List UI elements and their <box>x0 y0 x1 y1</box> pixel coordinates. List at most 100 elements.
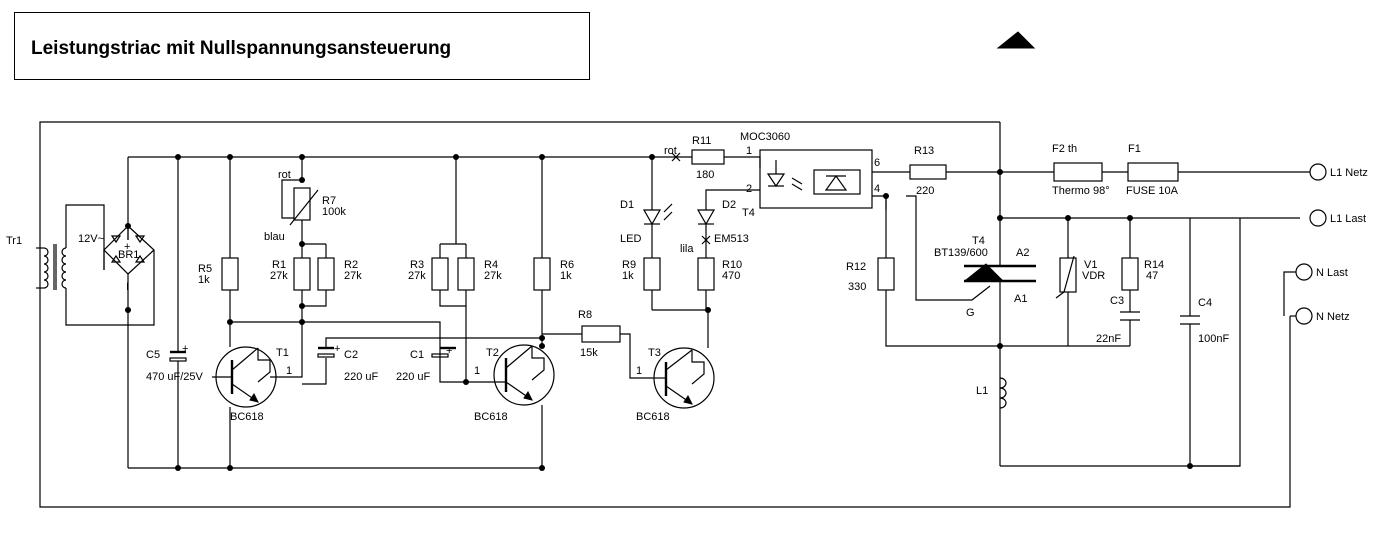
label-d1: D1 <box>620 199 634 211</box>
resistor-r14 <box>1120 218 1140 346</box>
label-tr1: Tr1 <box>6 235 22 247</box>
label-c1-plus: + <box>446 345 452 357</box>
label-moc-pin6: 6 <box>874 157 880 169</box>
label-em513: EM513 <box>714 233 749 245</box>
label-t2-type: BC618 <box>474 411 508 423</box>
label-c4: C4 <box>1198 297 1212 309</box>
label-a2: A2 <box>1016 247 1029 259</box>
label-r8: R8 <box>578 309 592 321</box>
label-f2-val: Thermo 98° <box>1052 185 1110 197</box>
label-c2: C2 <box>344 349 358 361</box>
label-moc-pin4: 4 <box>874 183 880 195</box>
label-r5: R5 <box>198 263 212 275</box>
label-a1: A1 <box>1014 293 1027 305</box>
ground-rail <box>127 310 542 469</box>
label-moc-pin2: 2 <box>746 183 752 195</box>
triac-t4 <box>906 31 1036 466</box>
label-br-plus: + <box>124 241 130 253</box>
label-r7-val: 100k <box>322 206 346 218</box>
label-c4-val: 100nF <box>1198 333 1229 345</box>
label-t4-small: T4 <box>742 207 755 219</box>
label-t1-type: BC618 <box>230 411 264 423</box>
label-r1-val: 27k <box>270 270 288 282</box>
label-c1-val: 220 uF <box>396 371 431 383</box>
page-title: Leistungstriac mit Nullspannungsansteuer… <box>31 38 452 59</box>
label-r14-val: 47 <box>1146 270 1158 282</box>
label-r13: R13 <box>914 145 934 157</box>
label-12v: 12V~ <box>78 233 104 245</box>
label-r3: R3 <box>410 259 424 271</box>
label-terminal-n-last: N Last <box>1316 267 1348 279</box>
resistor-r6 <box>533 157 551 338</box>
fuse-f1 <box>1127 162 1179 182</box>
outer-frame <box>39 121 1291 508</box>
label-r2: R2 <box>344 259 358 271</box>
label-c1: C1 <box>410 349 424 361</box>
label-c2-plus: + <box>334 343 340 355</box>
label-t2: T2 <box>486 347 499 359</box>
label-terminal-l1-last: L1 Last <box>1330 213 1366 225</box>
label-r7: R7 <box>322 195 336 207</box>
led-d1 <box>642 157 673 310</box>
label-terminal-l1-netz: L1 Netz <box>1330 167 1368 179</box>
capacitor-c5 <box>169 157 187 468</box>
label-r2-val: 27k <box>344 270 362 282</box>
resistor-r11 <box>671 149 761 168</box>
label-f1: F1 <box>1128 143 1141 155</box>
junction-dots <box>125 154 1193 471</box>
label-r6: R6 <box>560 259 574 271</box>
terminal-l1-netz <box>1309 163 1327 181</box>
title-box: Leistungstriac mit Nullspannungsansteuer… <box>14 12 590 80</box>
positive-rail <box>127 156 672 240</box>
label-rot1: rot <box>278 169 291 181</box>
capacitor-c1 <box>431 346 456 358</box>
inductor-l1 <box>999 377 1007 409</box>
bridge-rectifier-br1 <box>103 225 155 310</box>
label-rot2: rot <box>664 145 677 157</box>
label-r11: R11 <box>692 135 711 147</box>
transistor-t1 <box>212 322 303 468</box>
resistors-r3-r4 <box>431 157 475 382</box>
label-r11-val: 180 <box>696 169 714 181</box>
label-c5-plus: + <box>182 343 188 355</box>
label-c5: C5 <box>146 349 160 361</box>
label-t1-pin: 1 <box>286 365 292 377</box>
label-t3-pin: 1 <box>636 365 642 377</box>
component-labels: Tr1 12V~ BR1 + I C5 + 470 uF/25V R5 1k T… <box>6 131 1368 423</box>
label-br-minus: I <box>126 281 129 293</box>
label-r4: R4 <box>484 259 498 271</box>
terminal-n-last <box>1295 263 1313 281</box>
resistor-r5 <box>221 157 239 322</box>
label-r5-val: 1k <box>198 274 210 286</box>
label-f1-val: FUSE 10A <box>1126 185 1179 197</box>
label-t1: T1 <box>276 347 289 359</box>
label-terminal-n-netz: N Netz <box>1316 311 1350 323</box>
varistor-v1 <box>1055 218 1077 346</box>
label-r10: R10 <box>722 259 742 271</box>
label-g: G <box>966 307 975 319</box>
label-t3-type: BC618 <box>636 411 670 423</box>
label-c3-val: 22nF <box>1096 333 1121 345</box>
transformer-tr1 <box>36 204 155 326</box>
transistor-t3 <box>652 309 715 409</box>
label-t4: T4 <box>972 235 985 247</box>
capacitor-c4 <box>1180 218 1200 466</box>
label-r6-val: 1k <box>560 270 572 282</box>
label-blau: blau <box>264 231 285 243</box>
label-r8-val: 15k <box>580 347 598 359</box>
label-r13-val: 220 <box>916 185 934 197</box>
resistor-r12 <box>877 196 1130 347</box>
label-c2-val: 220 uF <box>344 371 379 383</box>
label-r12-val: 330 <box>848 281 866 293</box>
label-t4-type: BT139/600 <box>934 247 988 259</box>
label-r9: R9 <box>622 259 636 271</box>
potentiometer-r7 <box>281 157 319 244</box>
resistor-r8 <box>542 325 652 379</box>
label-vdr: VDR <box>1082 270 1105 282</box>
label-r3-val: 27k <box>408 270 426 282</box>
resistors-r1-r2 <box>293 243 335 322</box>
optocoupler-moc3060 <box>759 149 910 210</box>
terminal-n-netz <box>1295 307 1313 325</box>
label-t2-pin: 1 <box>474 365 480 377</box>
label-r4-val: 27k <box>484 270 502 282</box>
